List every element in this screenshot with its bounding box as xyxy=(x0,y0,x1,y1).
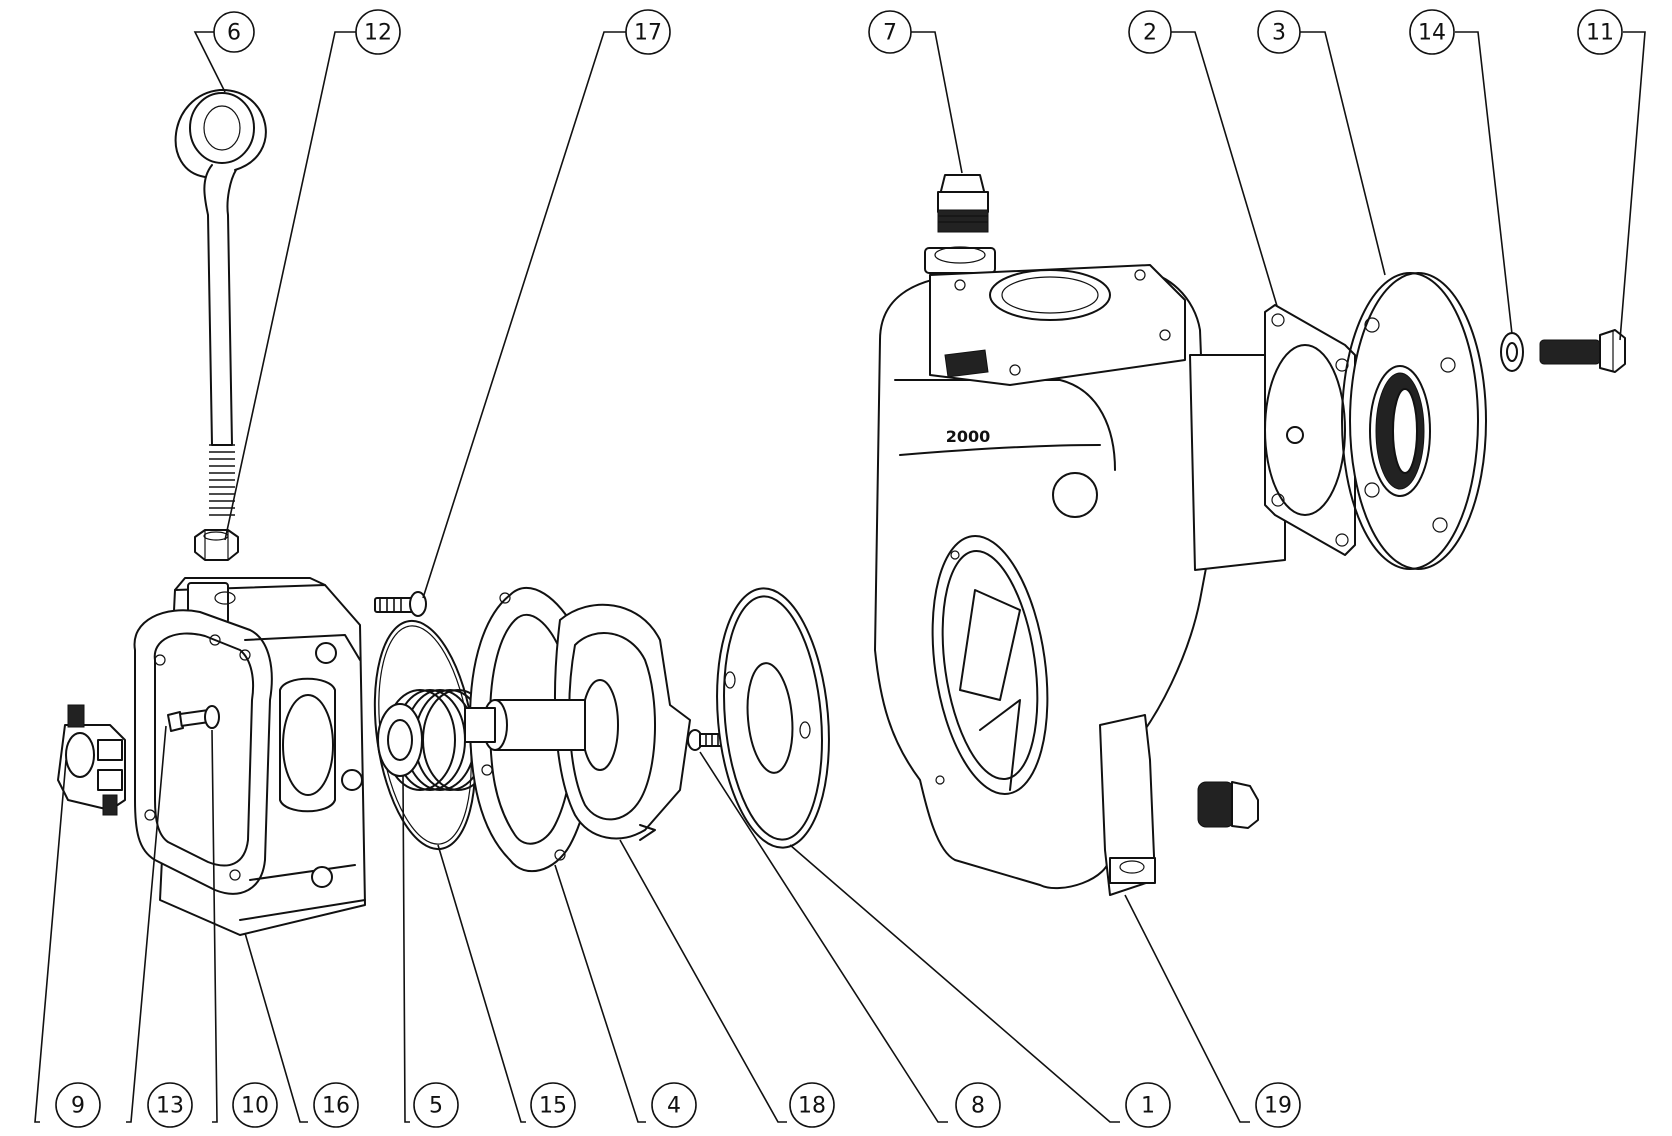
part-16-cover-housing xyxy=(133,577,366,936)
callout-6: 6 xyxy=(213,11,255,53)
svg-text:4: 4 xyxy=(667,1094,681,1119)
svg-text:19: 19 xyxy=(1264,1094,1292,1119)
leader-15 xyxy=(437,844,526,1123)
callout-4: 4 xyxy=(651,1082,697,1128)
svg-text:2: 2 xyxy=(1143,21,1157,46)
leader-7 xyxy=(911,31,963,174)
leader-11 xyxy=(1619,31,1646,341)
part-19-pump-casing: 2000 xyxy=(874,246,1286,896)
leader-10 xyxy=(211,729,218,1123)
part-3-flange xyxy=(1341,272,1487,570)
svg-text:17: 17 xyxy=(634,21,662,46)
svg-text:13: 13 xyxy=(156,1094,184,1119)
part-12-nut xyxy=(194,529,239,561)
callout-3: 3 xyxy=(1257,10,1301,54)
callout-15: 15 xyxy=(530,1082,576,1128)
svg-text:5: 5 xyxy=(429,1094,443,1119)
part-6-eye-bolt xyxy=(174,88,267,516)
svg-text:16: 16 xyxy=(322,1094,350,1119)
part-6-thread xyxy=(209,444,235,516)
svg-text:15: 15 xyxy=(539,1094,567,1119)
svg-text:6: 6 xyxy=(227,21,241,46)
callout-10: 10 xyxy=(232,1082,278,1128)
part-5-seal-spring xyxy=(377,689,494,791)
leader-3 xyxy=(1300,31,1386,276)
svg-text:12: 12 xyxy=(364,21,392,46)
callout-8: 8 xyxy=(955,1082,1001,1128)
callout-19: 19 xyxy=(1255,1082,1301,1128)
leader-14 xyxy=(1455,31,1513,335)
svg-text:1: 1 xyxy=(1141,1094,1155,1119)
callout-13: 13 xyxy=(147,1082,193,1128)
callout-17: 17 xyxy=(625,9,671,55)
casting-mark: 2000 xyxy=(946,427,991,446)
part-7-fill-plug xyxy=(937,174,989,233)
part-17-screw xyxy=(374,591,427,617)
leader-2 xyxy=(1170,31,1278,307)
part-16-bolt-heads xyxy=(311,642,363,888)
callout-7: 7 xyxy=(868,10,912,54)
leader-19 xyxy=(1124,894,1250,1123)
svg-text:8: 8 xyxy=(971,1094,985,1119)
callout-11: 11 xyxy=(1577,9,1623,55)
leader-16 xyxy=(244,932,308,1123)
part-9-drain-fitting xyxy=(57,704,126,816)
part-8-screw xyxy=(687,729,723,751)
leader-17 xyxy=(422,31,626,599)
part-2-discharge-gasket xyxy=(1264,304,1356,556)
drain-plug xyxy=(1197,781,1259,829)
callout-5: 5 xyxy=(413,1082,459,1128)
svg-text:18: 18 xyxy=(798,1094,826,1119)
leader-lines xyxy=(34,31,1646,1123)
callout-12: 12 xyxy=(355,9,401,55)
part-1-wear-plate xyxy=(716,587,830,849)
callout-14: 14 xyxy=(1409,9,1455,55)
svg-text:7: 7 xyxy=(883,21,897,46)
leader-5 xyxy=(402,775,410,1123)
leader-4 xyxy=(554,864,646,1123)
svg-text:14: 14 xyxy=(1418,21,1446,46)
leader-9 xyxy=(34,759,67,1123)
leader-13 xyxy=(126,725,167,1123)
leader-6 xyxy=(193,31,226,93)
leader-8 xyxy=(699,751,948,1123)
callout-18: 18 xyxy=(789,1082,835,1128)
leader-1 xyxy=(789,844,1120,1123)
svg-text:9: 9 xyxy=(71,1094,85,1119)
svg-text:3: 3 xyxy=(1272,21,1286,46)
callout-1: 1 xyxy=(1125,1082,1171,1128)
svg-text:11: 11 xyxy=(1586,21,1614,46)
callout-9: 9 xyxy=(55,1082,101,1128)
leader-12 xyxy=(224,31,357,541)
part-18-impeller xyxy=(464,603,691,841)
part-11-bolt xyxy=(1539,329,1626,373)
callout-2: 2 xyxy=(1128,10,1172,54)
part-13-bolt xyxy=(167,709,211,732)
leader-18 xyxy=(619,839,787,1123)
callout-16: 16 xyxy=(313,1082,359,1128)
part-10-washer xyxy=(204,705,220,729)
part-14-washer xyxy=(1500,332,1524,372)
svg-text:10: 10 xyxy=(241,1094,269,1119)
